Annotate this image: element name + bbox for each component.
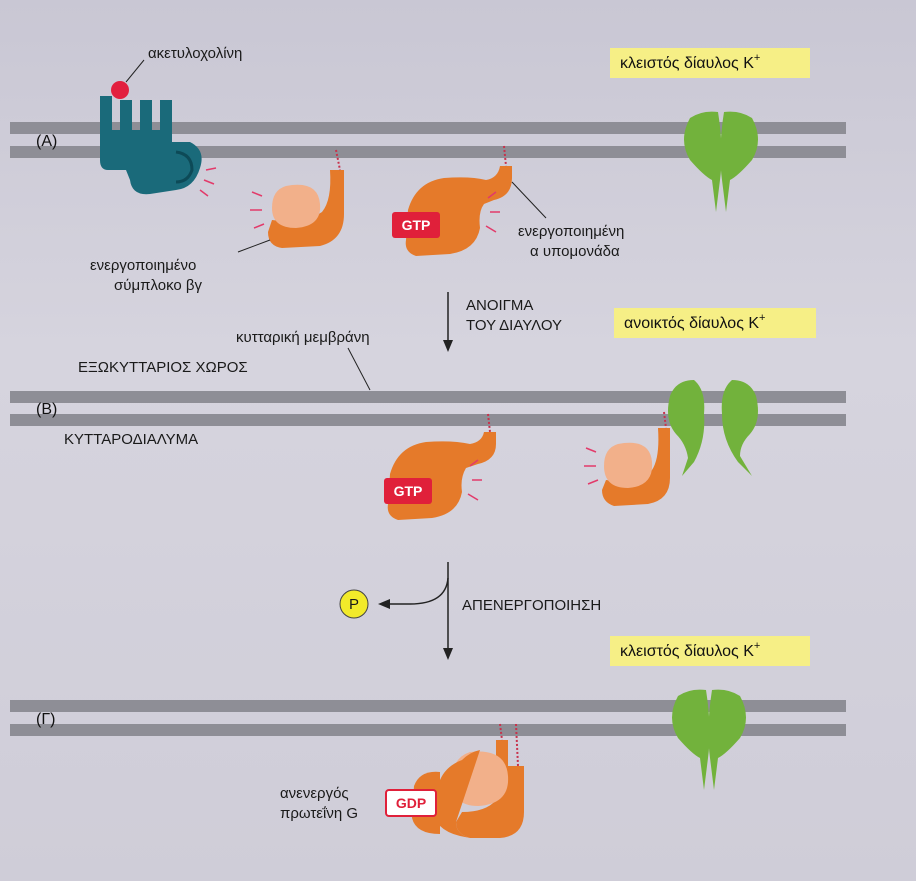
cytosol-label: ΚΥΤΤΑΡΟΔΙΑΛΥΜΑ [64,431,198,448]
svg-text:ανοικτός δίαυλος K+: ανοικτός δίαυλος K+ [624,312,765,332]
betagamma-complex-a [268,149,344,248]
gdp-badge: GDP [385,789,437,817]
gtp-badge-b: GTP [384,478,432,504]
closed-channel-label-c: κλειστός δίαυλος K+ [610,636,810,666]
arrow-inactivation [378,562,453,660]
phosphate-text: P [349,596,359,613]
arrow-opening [443,292,453,352]
svg-text:κλειστός δίαυλος K+: κλειστός δίαυλος K+ [620,52,760,72]
inactive-g-label-1: ανενεργός [280,785,349,802]
betagamma-pointer-a [237,239,271,253]
open-channel-text: ανοικτός δίαυλος K [624,315,759,332]
channel-opening-label-2: ΤΟΥ ΔΙΑΥΛΟΥ [466,317,562,334]
betagamma-glow-a [250,191,265,229]
inactive-g-protein [412,723,524,838]
channel-opening-label-1: ΑΝΟΙΓΜΑ [466,297,533,314]
receptor [100,96,202,195]
alpha-glow-a [485,191,500,233]
cell-membrane-pointer [347,347,371,391]
gtp-badge-a: GTP [392,212,440,238]
gtp-text-b: GTP [394,483,423,499]
panel-label-b: (B) [36,401,57,418]
betagamma-glow-b [584,447,599,485]
k-plus-c: + [754,640,760,652]
activated-bg-label-1: ενεργοποιημένο [90,257,196,274]
gdp-text: GDP [396,795,426,811]
open-channel-label: ανοικτός δίαυλος K+ [614,308,816,338]
activated-alpha-label-1: ενεργοποιημένη [518,223,624,240]
activated-bg-label-2: σύμπλοκο βγ [114,277,203,294]
inactivation-label: ΑΠΕΝΕΡΓΟΠΟΙΗΣΗ [462,597,601,614]
k-plus-a: + [754,52,760,64]
inactive-g-label-2: πρωτεΐνη G [280,805,358,822]
alpha-pointer-a [511,181,547,219]
closed-channel-text-a: κλειστός δίαυλος K [620,55,754,72]
closed-channel-c [672,689,746,790]
open-channel-b [668,380,758,476]
closed-channel-a [684,111,758,212]
alpha-glow-b [467,459,482,501]
acetylcholine-ligand [111,81,129,99]
membrane-a [10,122,846,158]
svg-text:κλειστός δίαυλος K+: κλειστός δίαυλος K+ [620,640,760,660]
panel-label-a: (A) [36,133,57,150]
closed-channel-text-c: κλειστός δίαυλος K [620,643,754,660]
membrane-b [10,391,846,426]
phosphate: P [339,589,369,619]
alpha-subunit-b [387,413,496,520]
acetylcholine-pointer [125,59,145,83]
activated-alpha-label-2: α υπομονάδα [530,243,620,260]
acetylcholine-label: ακετυλοχολίνη [148,45,242,62]
receptor-glow [199,167,217,197]
cell-membrane-label: κυτταρική μεμβράνη [236,329,370,346]
k-plus-b: + [759,312,765,324]
extracellular-label: ΕΞΩΚΥΤΤΑΡΙΟΣ ΧΩΡΟΣ [78,359,248,376]
alpha-subunit-a [405,145,512,256]
betagamma-complex-b [602,411,670,506]
panel-label-c: (Γ) [36,711,55,728]
gtp-text-a: GTP [402,217,431,233]
closed-channel-label-a: κλειστός δίαυλος K+ [610,48,810,78]
membrane-c [10,700,846,736]
